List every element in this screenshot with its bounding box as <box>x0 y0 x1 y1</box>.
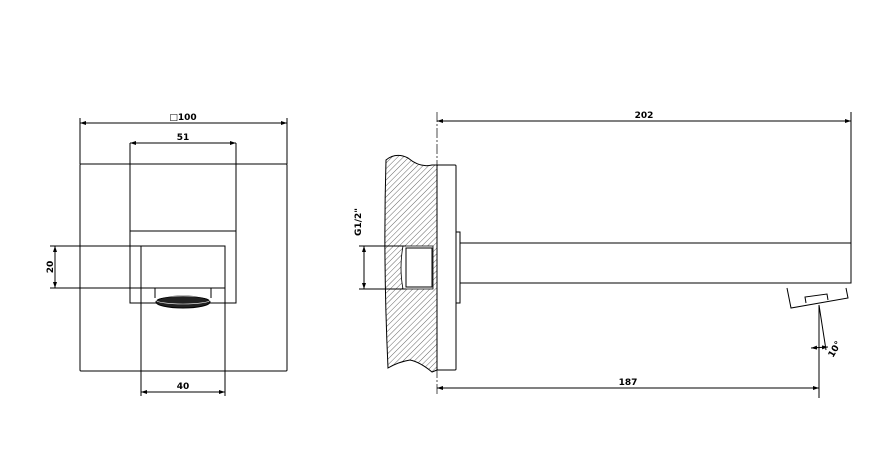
side-view: 10° 202 187 G1/2" <box>354 111 852 398</box>
spout-body <box>459 242 852 284</box>
thread-cavity <box>400 245 434 290</box>
dim-angle: 10° <box>827 340 844 360</box>
dim-outlet-height: 20 <box>46 261 56 274</box>
spout-body-outline <box>129 230 237 304</box>
front-view: □100 51 20 40 <box>46 113 288 396</box>
wall-plate-outline <box>79 163 288 372</box>
wall-plate-side <box>436 164 457 371</box>
aerator-icon <box>154 288 212 309</box>
thread-fitting <box>405 247 433 288</box>
dim-thread: G1/2" <box>354 208 364 236</box>
dim-plate-size: □100 <box>169 113 196 123</box>
dim-spout-length: 187 <box>619 378 638 388</box>
spout-flange <box>455 231 461 304</box>
dim-total-projection: 202 <box>635 111 654 121</box>
dim-inner-width: 51 <box>177 133 190 143</box>
dim-outlet-width: 40 <box>177 382 190 392</box>
spout-outlet: 10° <box>786 287 849 398</box>
spout-outlet-outline <box>140 245 226 289</box>
